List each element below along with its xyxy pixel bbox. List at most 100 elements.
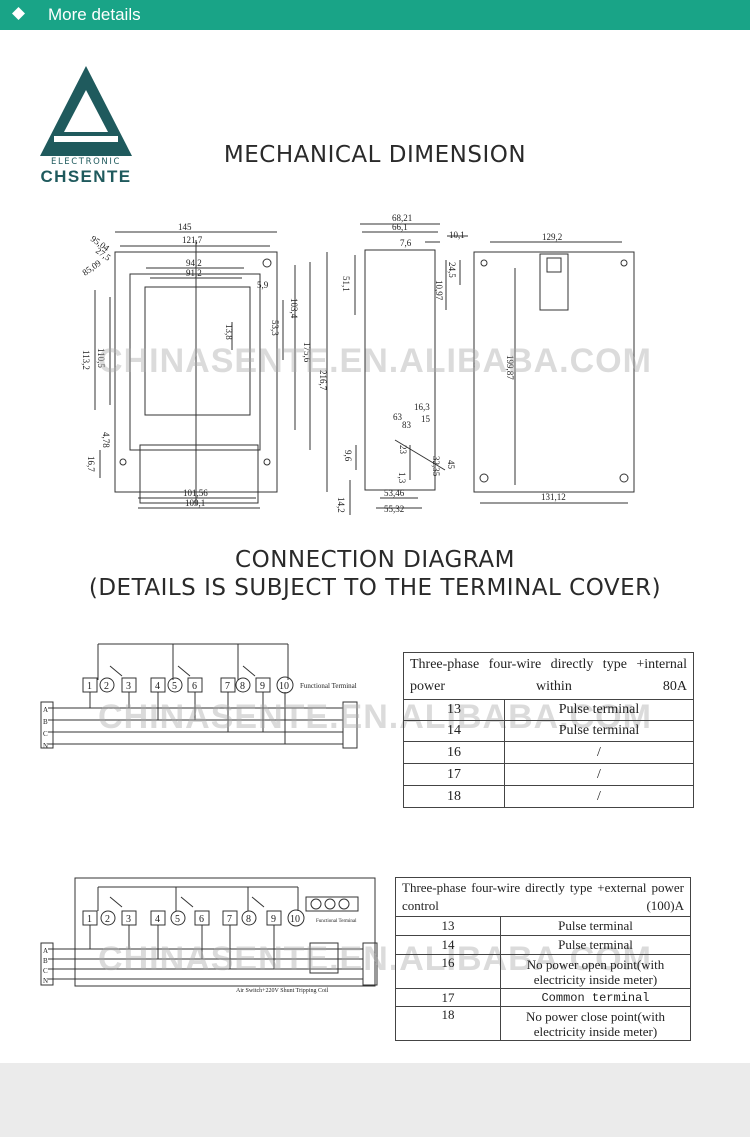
terminal-label: 6 bbox=[199, 914, 204, 925]
terminal-label: 10 bbox=[279, 681, 289, 692]
dim-label: 110,5 bbox=[96, 348, 106, 368]
dim-label: 10,1 bbox=[449, 230, 465, 240]
terminal-row-1: 1 2 3 4 5 6 7 8 9 10 bbox=[82, 676, 294, 694]
dim-label: 7,6 bbox=[400, 238, 412, 248]
dim-label: 103,4 bbox=[289, 298, 299, 319]
terminal-function: Pulse terminal bbox=[504, 699, 694, 721]
dim-label: 94,2 bbox=[186, 258, 202, 268]
table-header: Three-phase four-wire directly type +int… bbox=[403, 652, 694, 700]
company-logo-icon bbox=[40, 66, 132, 156]
terminal-number: 13 bbox=[403, 699, 505, 721]
terminal-function: Pulse terminal bbox=[500, 916, 691, 936]
dim-label: 53,46 bbox=[384, 488, 405, 498]
dim-label: 121,7 bbox=[182, 235, 203, 245]
switch-caption: Air Switch+220V Shunt Tripping Coil bbox=[236, 988, 329, 994]
terminal-number: 18 bbox=[403, 785, 505, 808]
wiring-diagram-2: 1 2 3 4 5 6 7 8 9 10 Functional Terminal… bbox=[40, 877, 378, 994]
line-label: C bbox=[43, 730, 48, 738]
table-header: Three-phase four-wire directly type +ext… bbox=[395, 877, 691, 917]
terminal-function: Pulse terminal bbox=[500, 935, 691, 955]
dim-label: 216,7 bbox=[318, 370, 328, 391]
terminal-label: 5 bbox=[172, 681, 177, 692]
terminal-label: 2 bbox=[105, 914, 110, 925]
terminal-function: / bbox=[504, 741, 694, 764]
terminal-function: No power open point(with electricity ins… bbox=[500, 954, 691, 989]
terminal-label: 5 bbox=[175, 914, 180, 925]
terminal-label: 8 bbox=[240, 681, 245, 692]
terminal-number: 16 bbox=[403, 741, 505, 764]
functional-terminal-caption: Functional Terminal bbox=[300, 682, 357, 690]
terminal-label: 4 bbox=[155, 914, 160, 925]
dim-label: 131,12 bbox=[541, 492, 566, 502]
dim-label: 9,6 bbox=[343, 450, 353, 462]
wiring-diagram-1: 1 2 3 4 5 6 7 8 9 10 Functional Terminal… bbox=[40, 643, 358, 750]
terminal-table-2: Three-phase four-wire directly type +ext… bbox=[395, 877, 691, 1041]
dim-label: 14,2 bbox=[336, 497, 346, 513]
dim-label: 24,5 bbox=[447, 262, 457, 278]
dim-label: 16,7 bbox=[86, 456, 96, 472]
functional-terminal-caption: Functional Terminal bbox=[316, 919, 357, 924]
terminal-number: 17 bbox=[403, 763, 505, 786]
line-label: N bbox=[43, 742, 48, 750]
dim-label: 15 bbox=[421, 414, 431, 424]
dim-label: 113,2 bbox=[81, 350, 91, 370]
mechanical-dimension-drawing: 145 121,7 95,04 27,5 85,09 94,2 91,2 5,9… bbox=[80, 213, 635, 515]
dim-label: 5,9 bbox=[257, 280, 269, 290]
dim-label: 175,6 bbox=[302, 342, 312, 363]
dim-label: 4,78 bbox=[101, 432, 111, 448]
terminal-function: / bbox=[504, 763, 694, 786]
terminal-label: 4 bbox=[155, 681, 160, 692]
dim-label: 45 bbox=[446, 460, 456, 470]
terminal-number: 18 bbox=[395, 1006, 501, 1041]
terminal-number: 16 bbox=[395, 954, 501, 989]
terminal-function: Pulse terminal bbox=[504, 720, 694, 742]
connection-diagram-subtitle: (DETAILS IS SUBJECT TO THE TERMINAL COVE… bbox=[88, 575, 662, 601]
line-label: N bbox=[43, 977, 48, 985]
terminal-label: 3 bbox=[126, 681, 131, 692]
dim-label: 66,1 bbox=[392, 222, 408, 232]
diamond-icon bbox=[12, 7, 25, 20]
dim-label: 55,32 bbox=[384, 504, 404, 514]
dim-label: 10,97 bbox=[434, 280, 444, 301]
terminal-label: 8 bbox=[246, 914, 251, 925]
mechanical-dimension-title: MECHANICAL DIMENSION bbox=[223, 142, 527, 168]
terminal-table-1: Three-phase four-wire directly type +int… bbox=[403, 652, 694, 808]
line-label: B bbox=[43, 957, 48, 965]
terminal-number: 14 bbox=[403, 720, 505, 742]
terminal-number: 17 bbox=[395, 988, 501, 1007]
dim-label: 1,3 bbox=[397, 472, 407, 484]
line-label: C bbox=[43, 967, 48, 975]
more-details-label: More details bbox=[48, 5, 141, 24]
dim-label: 109,1 bbox=[185, 498, 205, 508]
terminal-label: 1 bbox=[87, 681, 92, 692]
dim-label: 51,1 bbox=[341, 276, 351, 292]
dim-label: 129,2 bbox=[542, 232, 562, 242]
terminal-label: 6 bbox=[192, 681, 197, 692]
dim-label: 83 bbox=[402, 420, 412, 430]
dim-label: 101,56 bbox=[183, 488, 208, 498]
logo-subtitle: ELECTRONIC bbox=[50, 157, 121, 167]
terminal-number: 13 bbox=[395, 916, 501, 936]
terminal-function: / bbox=[504, 785, 694, 808]
dim-label: 63 bbox=[393, 412, 403, 422]
terminal-label: 1 bbox=[87, 914, 92, 925]
terminal-function: Common terminal bbox=[500, 988, 691, 1007]
footer-band bbox=[0, 1063, 750, 1137]
connection-diagram-title: CONNECTION DIAGRAM bbox=[235, 547, 515, 573]
line-label: A bbox=[43, 947, 48, 955]
dim-label: 16,3 bbox=[414, 402, 430, 412]
dim-label: 199,87 bbox=[505, 355, 515, 380]
terminal-label: 10 bbox=[290, 914, 300, 925]
terminal-function: No power close point(with electricity in… bbox=[500, 1006, 691, 1041]
logo-brand: CHSENTE bbox=[40, 167, 132, 186]
dim-label: 13,8 bbox=[224, 324, 234, 340]
terminal-number: 14 bbox=[395, 935, 501, 955]
terminal-label: 7 bbox=[227, 914, 232, 925]
terminal-label: 3 bbox=[126, 914, 131, 925]
more-details-bar[interactable]: More details bbox=[0, 0, 750, 30]
dim-label: 53,3 bbox=[270, 320, 280, 336]
terminal-row-2: 1 2 3 4 5 6 7 8 9 10 bbox=[82, 909, 305, 927]
terminal-label: 7 bbox=[225, 681, 230, 692]
terminal-label: 2 bbox=[104, 681, 109, 692]
terminal-label: 9 bbox=[271, 914, 276, 925]
